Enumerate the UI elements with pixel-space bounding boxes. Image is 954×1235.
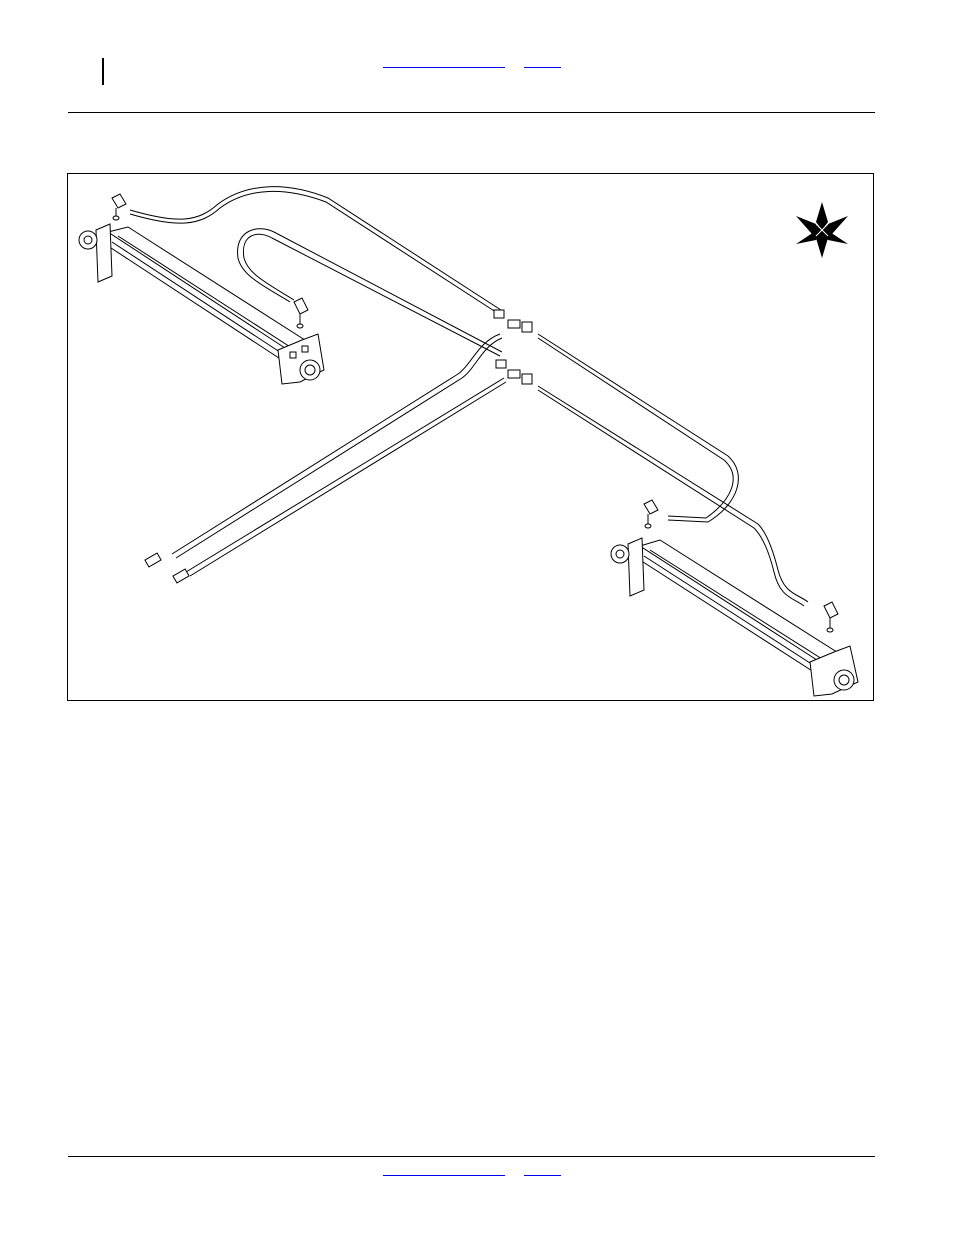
header-rule [68, 112, 875, 113]
figure-frame [67, 173, 874, 701]
cylinder-left [79, 194, 324, 384]
cylinder-right [611, 500, 858, 696]
footer-link-section[interactable] [383, 1174, 505, 1176]
header-link-section[interactable] [383, 66, 505, 68]
hydraulic-diagram [68, 174, 873, 700]
change-bar [102, 58, 104, 85]
footer-link-page[interactable] [524, 1174, 561, 1176]
footer-rule [68, 1156, 875, 1157]
hose-assembly [130, 187, 808, 606]
header-link-page[interactable] [524, 66, 561, 68]
compass-star-icon [796, 202, 848, 258]
